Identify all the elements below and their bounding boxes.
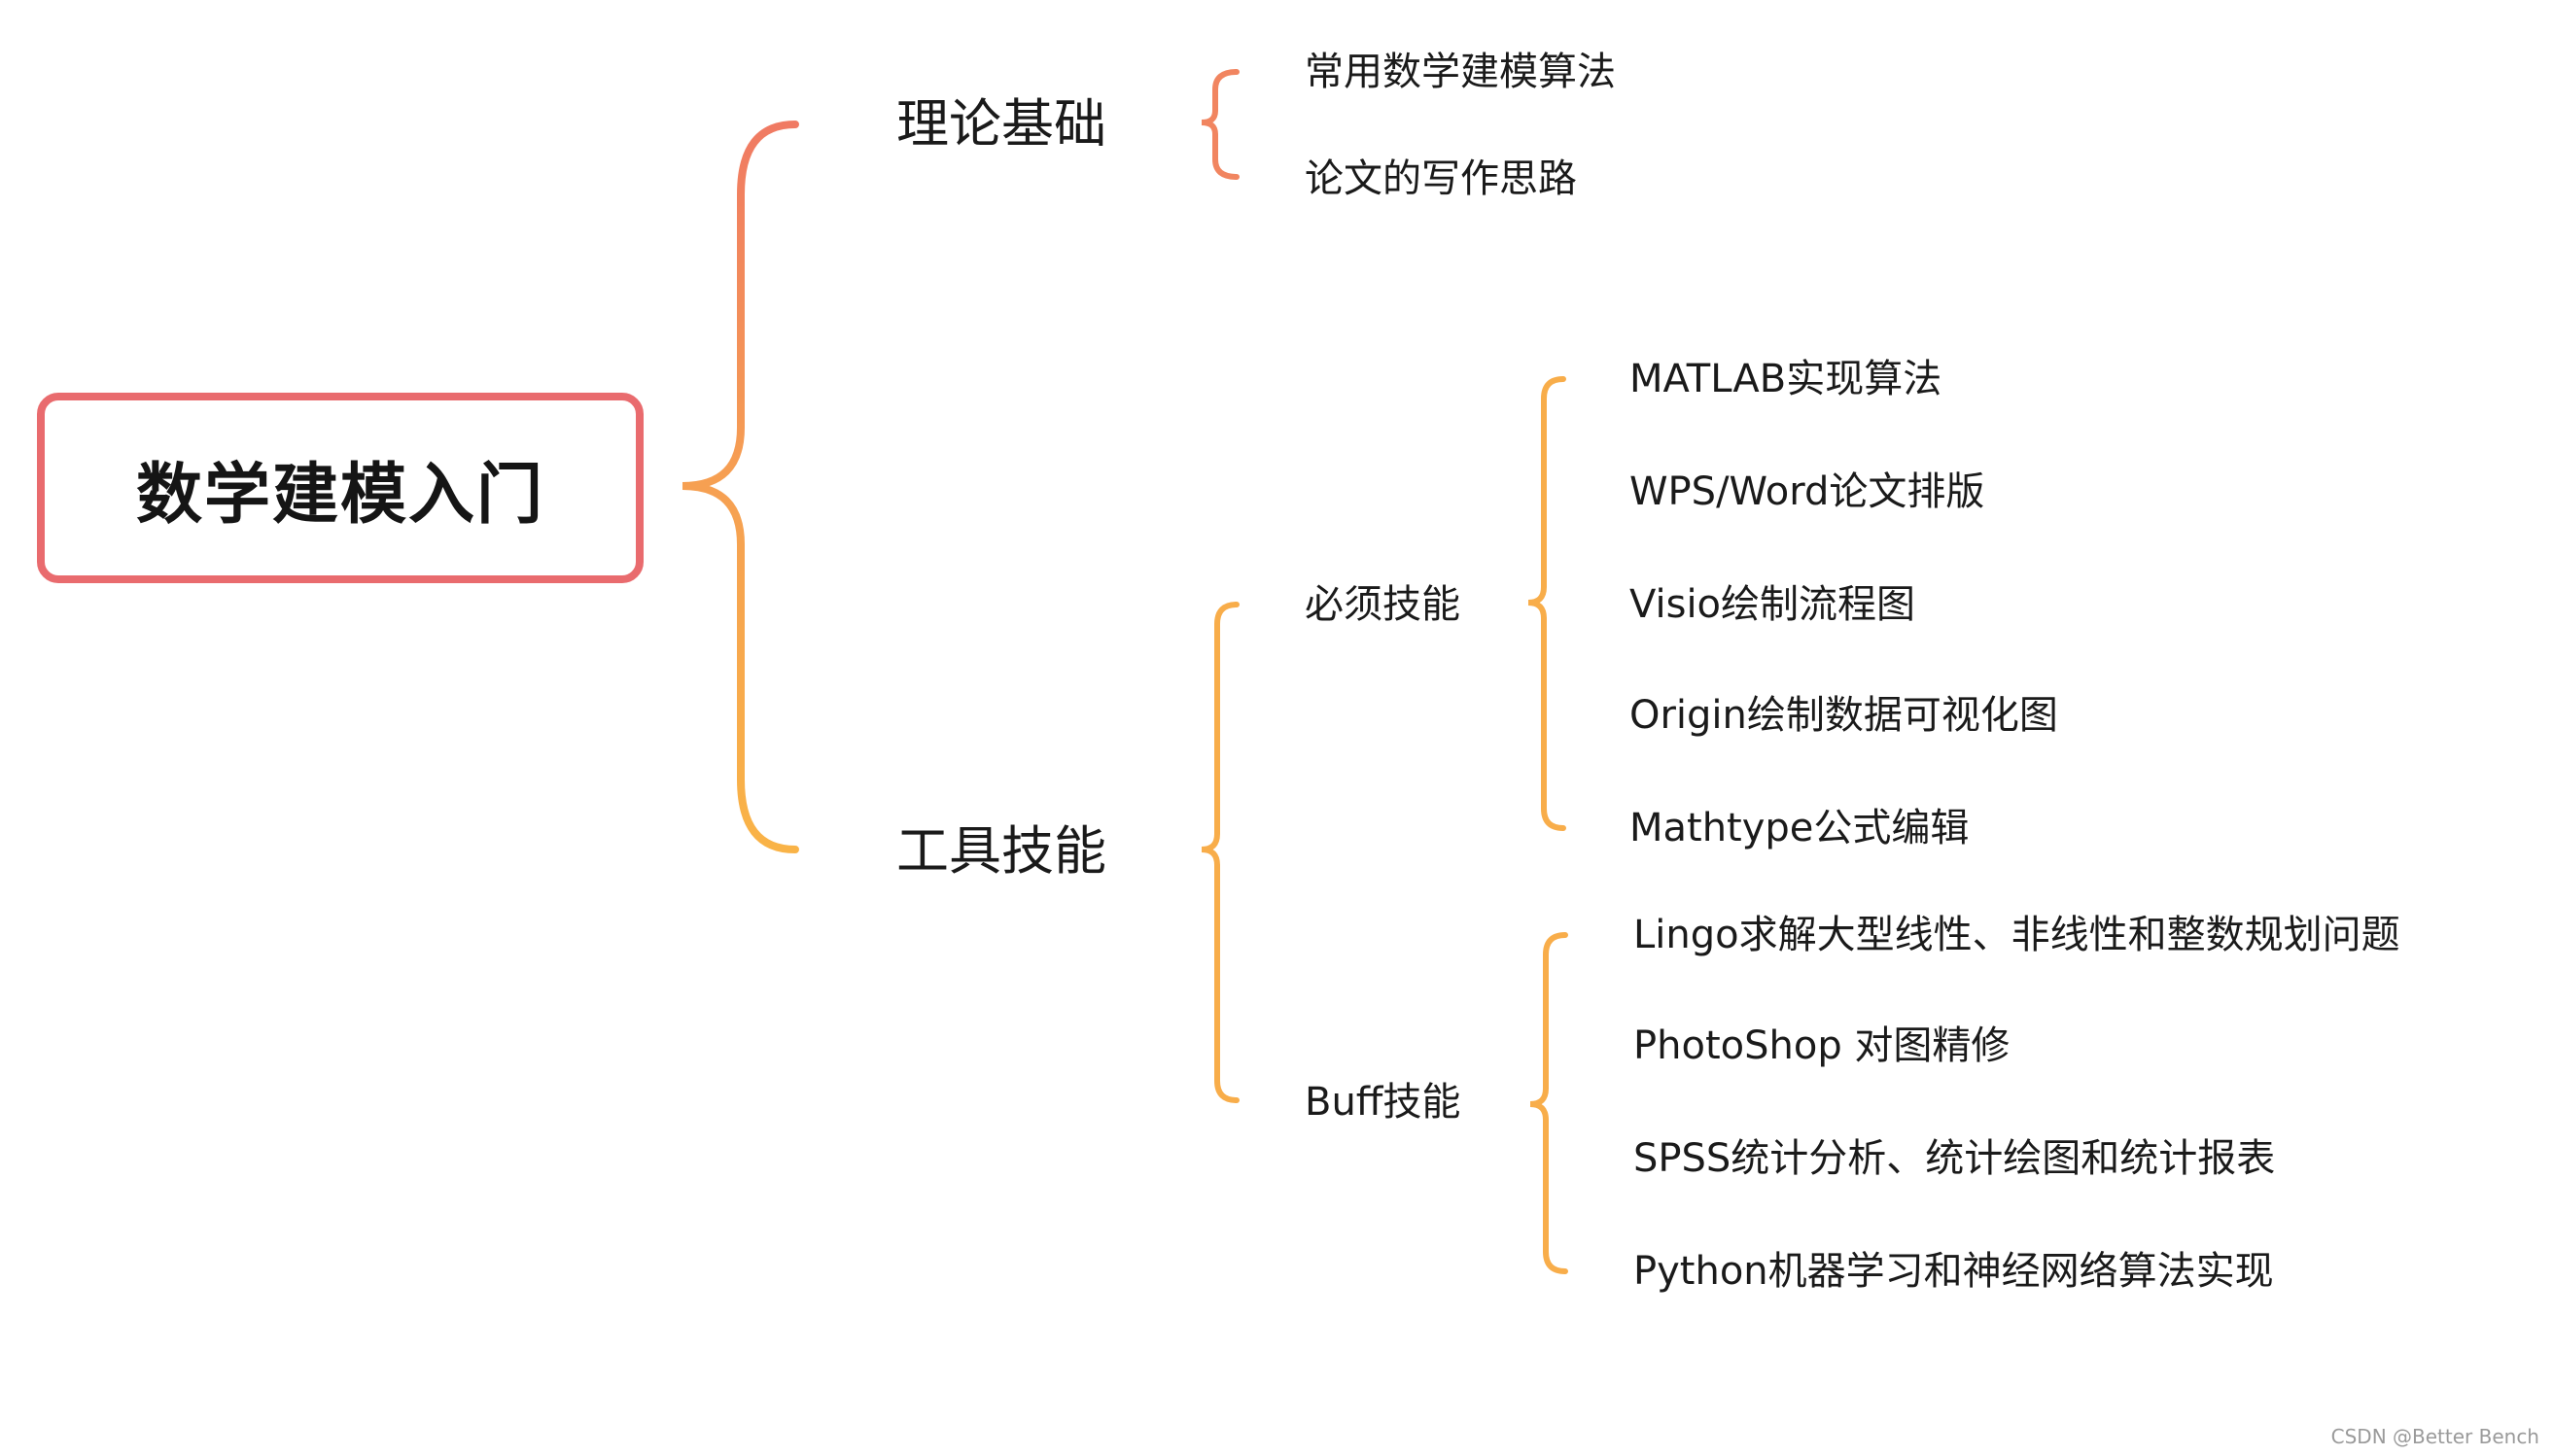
buff-skills-brace — [1529, 932, 1568, 1274]
root-node-label: 数学建模入门 — [135, 456, 544, 534]
required-item-matlab[interactable]: MATLAB实现算法 — [1629, 357, 1942, 401]
theory-item-algorithms[interactable]: 常用数学建模算法 — [1305, 50, 1616, 94]
buff-item-lingo[interactable]: Lingo求解大型线性、非线性和整数规划问题 — [1633, 913, 2400, 957]
buff-item-photoshop[interactable]: PhotoShop 对图精修 — [1633, 1023, 2011, 1068]
theory-brace — [1201, 69, 1240, 180]
buff-item-python[interactable]: Python机器学习和神经网络算法实现 — [1633, 1249, 2274, 1294]
buff-item-spss[interactable]: SPSS统计分析、统计绘图和统计报表 — [1633, 1136, 2276, 1181]
tools-brace — [1201, 602, 1240, 1103]
tools-required-skills[interactable]: 必须技能 — [1305, 582, 1460, 627]
required-item-wps-word[interactable]: WPS/Word论文排版 — [1629, 469, 1985, 514]
watermark: CSDN @Better Bench — [2330, 1425, 2539, 1448]
root-brace — [682, 121, 799, 853]
required-item-origin[interactable]: Origin绘制数据可视化图 — [1629, 693, 2058, 738]
required-skills-brace — [1527, 376, 1566, 831]
tools-buff-skills[interactable]: Buff技能 — [1305, 1080, 1461, 1125]
branch-tools[interactable]: 工具技能 — [896, 820, 1106, 882]
branch-theory[interactable]: 理论基础 — [896, 93, 1106, 155]
required-item-visio[interactable]: Visio绘制流程图 — [1629, 582, 1916, 627]
theory-item-writing[interactable]: 论文的写作思路 — [1305, 156, 1577, 201]
required-item-mathtype[interactable]: Mathtype公式编辑 — [1629, 806, 1970, 850]
root-node[interactable]: 数学建模入门 — [37, 393, 644, 583]
